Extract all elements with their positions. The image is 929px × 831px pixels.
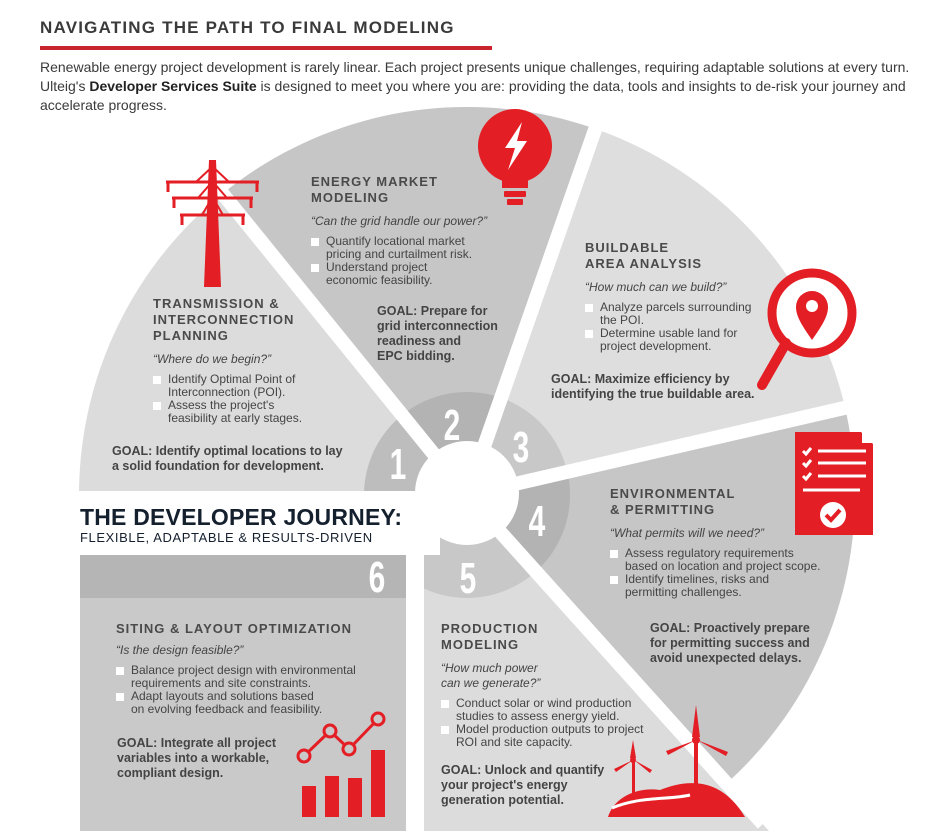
page-title: NAVIGATING THE PATH TO FINAL MODELING: [40, 18, 455, 37]
step-question: “How much power can we generate?”: [441, 661, 541, 690]
step-4-goal: GOAL: Proactively prepare for permitting…: [650, 621, 810, 665]
step-6-siting: SITING & LAYOUT OPTIMIZATION “Is the des…: [116, 621, 396, 716]
step-number-6: 6: [368, 553, 386, 602]
step-1-transmission: TRANSMISSION & INTERCONNECTION PLANNING …: [153, 296, 353, 425]
bullet-item: Assess regulatory requirements based on …: [610, 547, 850, 573]
step-heading: BUILDABLE AREA ANALYSIS: [585, 240, 703, 271]
step-number-2: 2: [443, 401, 461, 450]
step-2-energy-market: ENERGY MARKET MODELING “Can the grid han…: [311, 174, 511, 287]
step-question: “Where do we begin?”: [153, 352, 272, 366]
bullet-item: Balance project design with environmenta…: [116, 664, 396, 690]
step-bullets: Balance project design with environmenta…: [116, 664, 396, 716]
step-question: “Can the grid handle our power?”: [311, 214, 488, 228]
step-bullets: Identify Optimal Point of Interconnectio…: [153, 373, 353, 425]
bullet-item: Conduct solar or wind production studies…: [441, 697, 681, 723]
journey-subtitle: FLEXIBLE, ADAPTABLE & RESULTS-DRIVEN: [80, 530, 373, 545]
bullet-item: Identify Optimal Point of Interconnectio…: [153, 373, 353, 399]
step-heading: ENVIRONMENTAL & PERMITTING: [610, 486, 736, 517]
step-question: “What permits will we need?”: [610, 526, 765, 540]
step-bullets: Analyze parcels surrounding the POI. Det…: [585, 301, 785, 353]
step-4-environmental: ENVIRONMENTAL & PERMITTING “What permits…: [610, 486, 850, 599]
step-heading: PRODUCTION MODELING: [441, 621, 539, 652]
growth-chart-icon: [296, 711, 386, 817]
intro-bold-text: Developer Services Suite: [89, 78, 257, 94]
step-number-1: 1: [389, 440, 407, 489]
bullet-item: Analyze parcels surrounding the POI.: [585, 301, 785, 327]
step-question: “How much can we build?”: [585, 280, 727, 294]
intro-paragraph: Renewable energy project development is …: [40, 58, 915, 115]
title-underline: [40, 46, 492, 50]
bullet-item: Quantify locational market pricing and c…: [311, 235, 511, 261]
step-3-buildable-area: BUILDABLE AREA ANALYSIS “How much can we…: [585, 240, 785, 353]
bullet-item: Assess the project's feasibility at earl…: [153, 399, 353, 425]
step-question: “Is the design feasible?”: [116, 643, 244, 657]
step-5-goal: GOAL: Unlock and quantify your project's…: [441, 763, 605, 807]
step-3-goal: GOAL: Maximize efficiency by identifying…: [551, 372, 755, 401]
magnifier-pin-icon: [757, 268, 857, 390]
transmission-tower-icon: [166, 160, 259, 287]
intro-text: Renewable energy project development is …: [40, 59, 910, 94]
step-heading: SITING & LAYOUT OPTIMIZATION: [116, 621, 352, 636]
dividers: [83, 4, 924, 829]
step-number-3: 3: [512, 423, 530, 472]
step-number-5: 5: [459, 554, 477, 603]
center-hub: [415, 441, 519, 545]
wind-turbine-icon: [608, 705, 745, 817]
bullet-item: Determine usable land for project develo…: [585, 327, 785, 353]
bullet-item: Understand project economic feasibility.: [311, 261, 511, 287]
bullet-item: Model production outputs to project ROI …: [441, 723, 681, 749]
checklist-document-icon: [795, 432, 873, 535]
step-heading: ENERGY MARKET MODELING: [311, 174, 438, 205]
lightbulb-icon: [478, 109, 552, 205]
step-bullets: Assess regulatory requirements based on …: [610, 547, 850, 599]
step-bullets: Conduct solar or wind production studies…: [441, 697, 681, 749]
divider-vertical: [406, 555, 424, 831]
title-band: [0, 491, 440, 555]
bullet-item: Identify timelines, risks and permitting…: [610, 573, 850, 599]
step-heading: TRANSMISSION & INTERCONNECTION PLANNING: [153, 296, 295, 343]
journey-title: THE DEVELOPER JOURNEY:: [80, 504, 403, 530]
step-bullets: Quantify locational market pricing and c…: [311, 235, 511, 287]
segment-6-header: [80, 555, 406, 598]
step-1-goal: GOAL: Identify optimal locations to lay …: [112, 444, 343, 473]
step-6-goal: GOAL: Integrate all project variables in…: [117, 736, 277, 780]
step-2-goal: GOAL: Prepare for grid interconnection r…: [377, 304, 498, 363]
step-5-production: PRODUCTION MODELING “How much power can …: [441, 621, 681, 749]
step-number-4: 4: [528, 497, 546, 546]
bullet-item: Adapt layouts and solutions based on evo…: [116, 690, 396, 716]
intro-text-end: is designed to meet you where you are: p…: [40, 78, 906, 113]
